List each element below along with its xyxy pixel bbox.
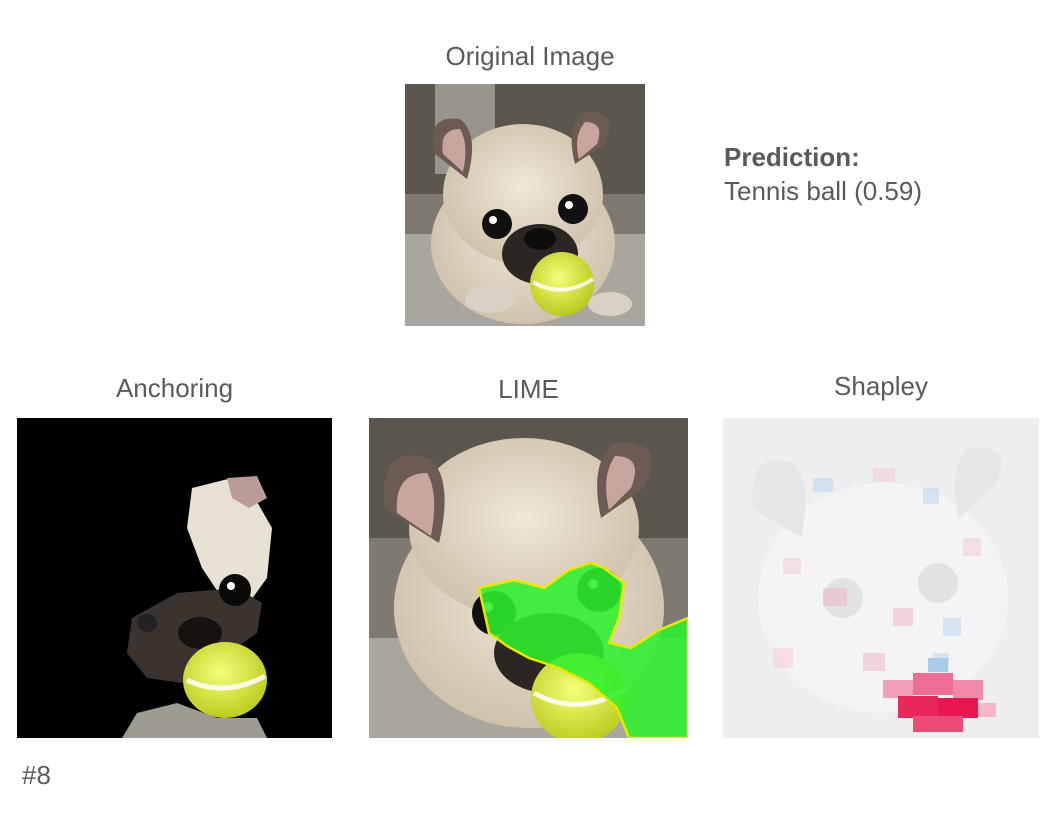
anchoring-title: Anchoring	[115, 373, 234, 403]
shapley-title: Shapley	[834, 371, 928, 401]
prediction-block: Prediction: Tennis ball (0.59)	[724, 140, 922, 208]
lime-image	[369, 418, 688, 738]
prediction-heading: Prediction:	[724, 142, 860, 172]
lime-title: LIME	[498, 374, 559, 404]
original-image	[405, 84, 645, 326]
example-id: #8	[22, 760, 51, 790]
prediction-value: Tennis ball (0.59)	[724, 176, 922, 206]
original-image-title: Original Image	[445, 41, 615, 71]
shapley-image	[723, 418, 1039, 738]
anchoring-image	[17, 418, 332, 738]
